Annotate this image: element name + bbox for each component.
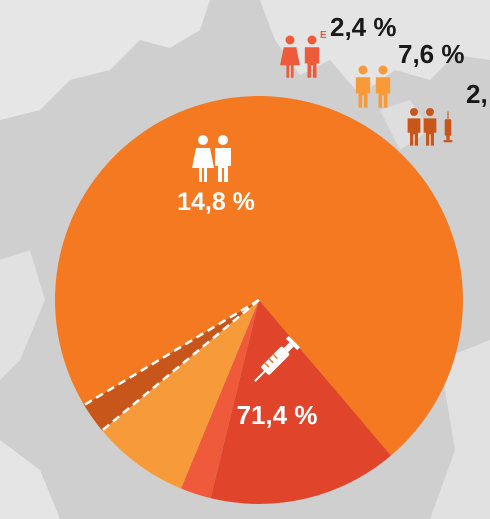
two-men-icon bbox=[355, 65, 391, 108]
slice-label: 2,4 % bbox=[330, 12, 397, 42]
slice-divider bbox=[101, 299, 260, 432]
pie-slice bbox=[210, 300, 391, 504]
couple-icon bbox=[192, 135, 231, 182]
pie-slice bbox=[180, 300, 259, 499]
pie-slices bbox=[54, 95, 463, 504]
slice-divider bbox=[83, 298, 260, 407]
syringe-icon bbox=[254, 335, 301, 382]
pie-slice bbox=[102, 300, 259, 489]
slice-label: 2, bbox=[466, 79, 488, 109]
pie-icons: E bbox=[192, 30, 453, 382]
two-men-syringe-icon bbox=[407, 108, 453, 146]
pie-slice bbox=[54, 95, 463, 456]
couple-e-icon: E bbox=[280, 30, 327, 78]
pie-labels: 71,4 % 14,8 % 2,4 %7,6 %2, bbox=[177, 12, 488, 430]
svg-text:E: E bbox=[320, 30, 327, 41]
slice-label: 14,8 % bbox=[177, 188, 255, 216]
pie-slice bbox=[84, 300, 259, 431]
slice-label: 71,4 % bbox=[237, 400, 318, 430]
slice-label: 7,6 % bbox=[398, 39, 465, 69]
